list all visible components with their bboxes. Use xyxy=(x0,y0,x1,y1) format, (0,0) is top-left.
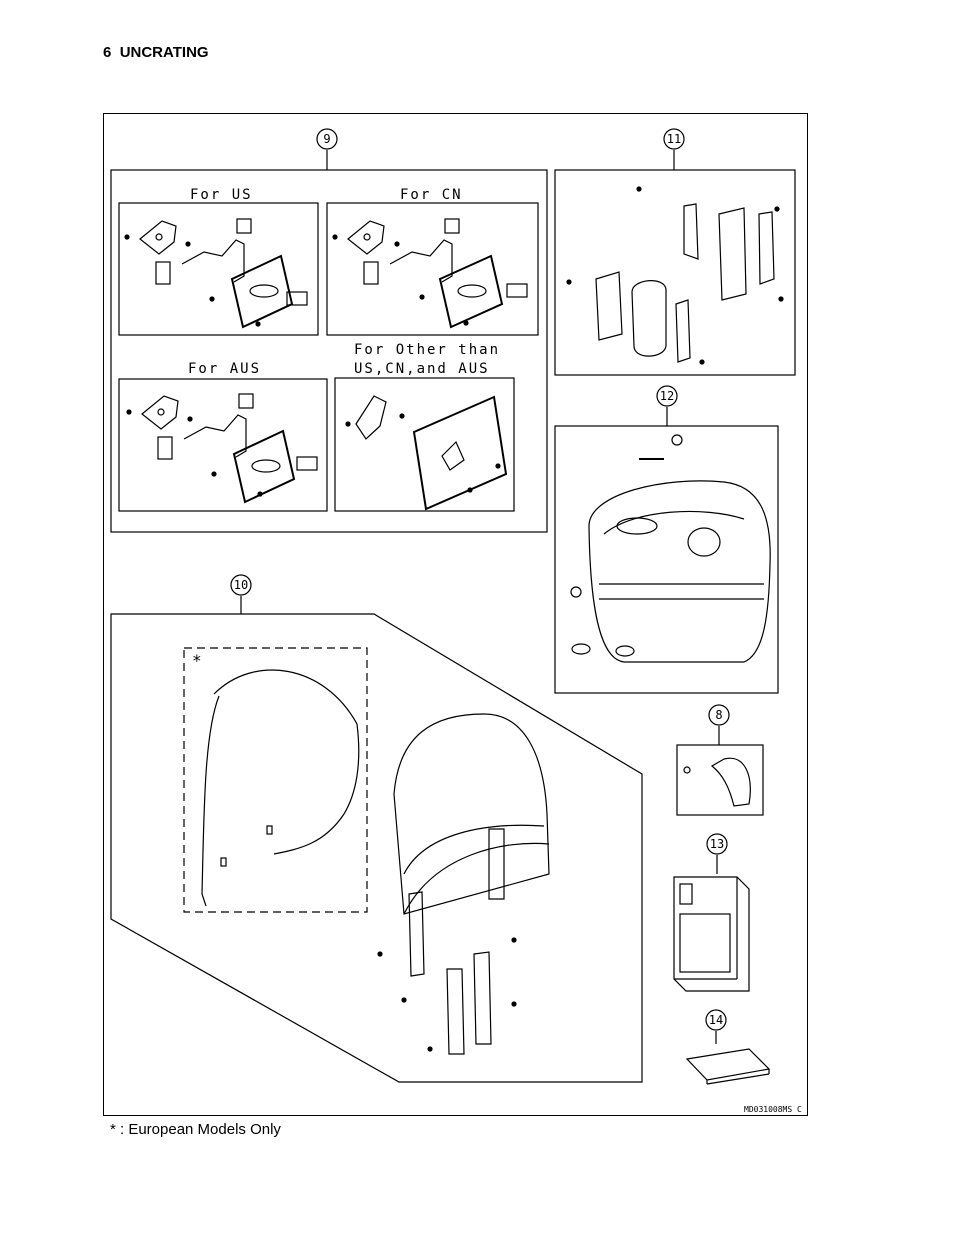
callout-8-circle xyxy=(708,704,730,726)
saddlebag-bracket-drawing xyxy=(566,186,784,365)
license-bracket-us-drawing xyxy=(124,218,308,329)
license-bracket-other-drawing xyxy=(345,395,508,511)
uncrating-parts-figure: 9 11 12 10 8 13 14 For US For CN For AUS… xyxy=(103,113,808,1116)
callout-12-circle xyxy=(656,385,678,407)
windshield-drawing xyxy=(377,713,550,1055)
section-number: 6 xyxy=(103,44,112,61)
panel-us xyxy=(118,202,319,336)
owner-manual-box-drawing xyxy=(673,876,750,992)
callout-9-circle xyxy=(316,128,338,150)
caption-for-other-line2: US,CN,and AUS xyxy=(354,361,490,377)
callout-13-circle xyxy=(706,833,728,855)
panel-aus xyxy=(118,378,328,512)
footnote-european-models: * : European Models Only xyxy=(110,1121,281,1138)
callout-11: 11 xyxy=(667,132,681,146)
license-bracket-cn-drawing xyxy=(332,218,528,329)
figure-code: MD031008MS C xyxy=(744,1105,802,1114)
license-bracket-aus-drawing xyxy=(126,393,318,504)
group-10-frame xyxy=(110,613,643,1083)
callout-12: 12 xyxy=(660,389,674,403)
european-asterisk: * xyxy=(192,651,202,670)
caption-for-cn: For CN xyxy=(400,187,463,203)
windshield-trim-drawing xyxy=(201,669,360,907)
panel-other xyxy=(334,377,515,512)
section-heading: 6 UNCRATING xyxy=(103,44,209,61)
callout-9: 9 xyxy=(323,132,330,146)
group-8-frame xyxy=(676,744,764,816)
european-parts-box xyxy=(183,647,368,913)
tool-kit-drawing xyxy=(685,1048,771,1085)
caption-for-us: For US xyxy=(190,187,253,203)
callout-10-circle xyxy=(230,574,252,596)
caption-for-aus: For AUS xyxy=(188,361,261,377)
panel-cn xyxy=(326,202,539,336)
section-title: UNCRATING xyxy=(119,44,209,61)
callout-13: 13 xyxy=(710,837,724,851)
group-9-frame xyxy=(110,169,548,533)
callout-14-circle xyxy=(705,1009,727,1031)
callout-11-circle xyxy=(663,128,685,150)
mount-bracket-drawing xyxy=(683,757,751,807)
caption-for-other-line1: For Other than xyxy=(354,342,500,358)
saddlebag-drawing xyxy=(570,434,771,663)
group-12-frame xyxy=(554,425,779,694)
callout-14: 14 xyxy=(709,1013,723,1027)
callout-10: 10 xyxy=(234,578,248,592)
parts-diagram: 9 11 12 10 8 13 14 For US For CN For AUS… xyxy=(110,128,802,1114)
callout-8: 8 xyxy=(715,708,722,722)
group-11-frame xyxy=(554,169,796,376)
